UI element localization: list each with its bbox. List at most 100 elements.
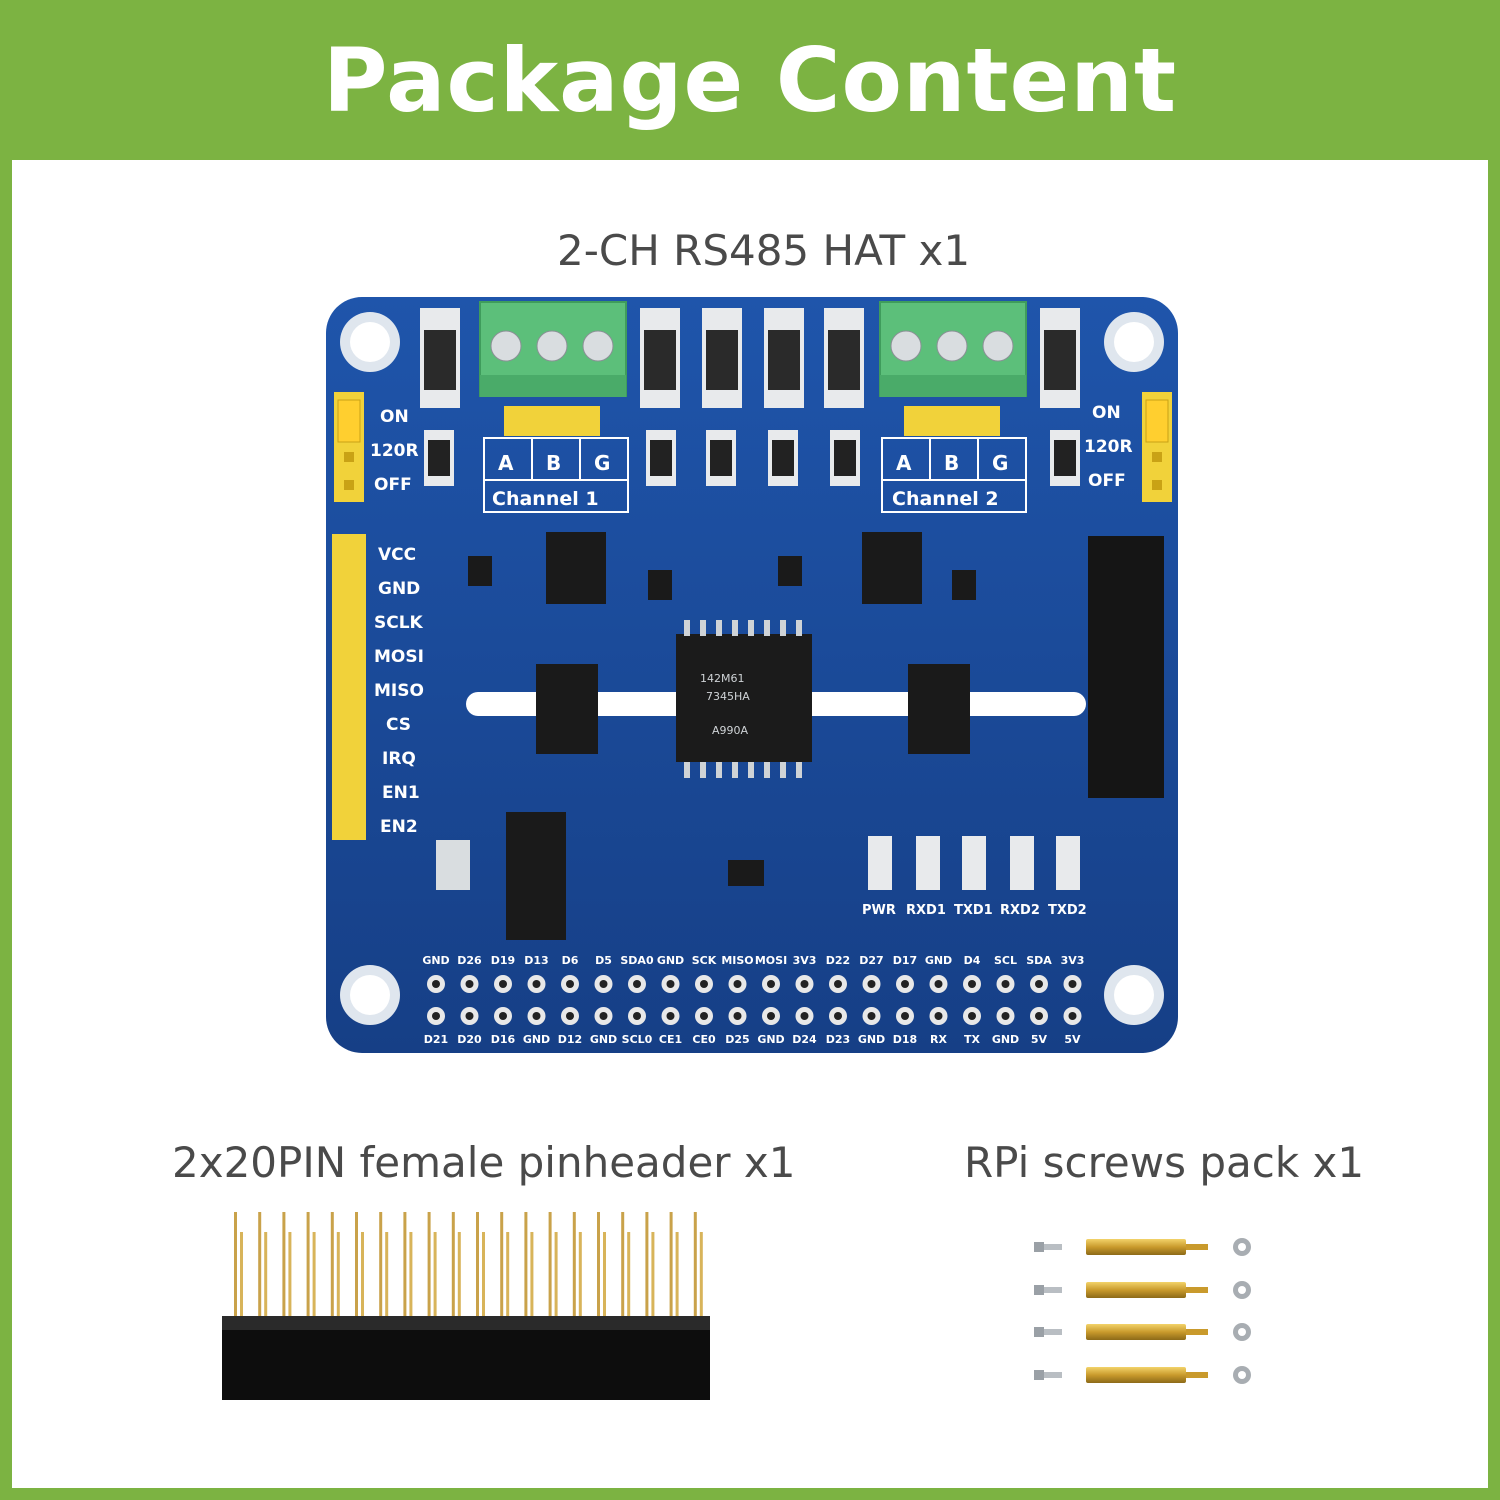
chip-marking-2: 7345HA [706,690,750,703]
gpio-bottom-label: D16 [491,1033,516,1046]
screws-caption: RPi screws pack x1 [964,1138,1365,1187]
gpio-hole-center [1068,1012,1077,1020]
gpio-bottom-label: RX [930,1033,947,1046]
side-pin-gnd: GND [378,579,420,599]
gpio-hole-center [834,1012,842,1020]
gpio-top-label: D26 [457,954,482,967]
gpio-top-label: D27 [859,954,883,967]
gpio-bottom-label: 5V [1031,1033,1048,1046]
gpio-top-label: 3V3 [1061,954,1085,967]
jumper-right-off: OFF [1088,471,1126,491]
gpio-bottom-label: GND [992,1033,1019,1046]
gpio-hole-center [968,1012,976,1020]
side-pin-sclk: SCLK [374,613,424,633]
gpio-bottom-label: D18 [893,1033,917,1046]
channel2-box [881,437,1027,513]
gpio-hole-center [1035,980,1043,988]
chip-marking-3: A990A [712,724,749,737]
gpio-bottom-label: D20 [457,1033,482,1046]
gpio-top-label: MOSI [755,954,787,967]
led-rxd2-label: RXD2 [1000,903,1040,918]
jumper-left-on: ON [380,407,409,427]
side-pin-cs: CS [386,715,411,735]
gpio-top-label: SCK [692,954,717,967]
ch2-pin-a: A [896,451,912,475]
side-pin-miso: MISO [374,681,424,701]
gpio-hole-center [733,1012,742,1020]
gpio-top-label: D13 [524,954,548,967]
gpio-bottom-label: D25 [725,1033,749,1046]
channel1-box [483,437,629,513]
gpio-hole-center [465,980,474,988]
gpio-holes [427,975,1082,1025]
gpio-top-label: GND [925,954,952,967]
gpio-top-label: GND [422,954,449,967]
jumper-right-on: ON [1092,403,1121,423]
chip-marking-1: 142M61 [700,672,744,685]
terminal-block-ch1 [479,301,627,397]
led-rxd1-label: RXD1 [906,903,946,918]
side-pin-mosi: MOSI [374,647,424,667]
gpio-top-label: SDA [1026,954,1052,967]
gpio-hole-center [566,980,574,988]
gpio-hole-center [432,1012,440,1020]
gpio-hole-center [1001,980,1010,988]
gpio-hole-center [700,980,708,988]
gpio-hole-center [666,980,675,988]
gpio-hole-center [432,980,440,988]
gpio-hole-center [465,1012,474,1020]
gpio-hole-center [901,1012,909,1020]
gpio-hole-center [633,980,641,988]
gpio-hole-center [566,1012,574,1020]
jumper-left-off: OFF [374,475,412,495]
gpio-hole-center [599,1012,608,1020]
gpio-bottom-label: D24 [792,1033,817,1046]
ch2-pin-b: B [944,451,959,475]
gpio-hole-center [901,980,909,988]
gpio-hole-center [633,1012,641,1020]
gpio-bottom-label: D23 [826,1033,850,1046]
gpio-hole-center [666,1012,675,1020]
jumper-right-120r: 120R [1084,437,1133,457]
gpio-bottom-label: GND [858,1033,885,1046]
side-pin-en2: EN2 [380,817,418,837]
gpio-bottom-label: 5V [1064,1033,1081,1046]
gpio-top-label: D4 [964,954,981,967]
channel1-label: Channel 1 [492,488,599,510]
gpio-top-label: D19 [491,954,515,967]
side-pin-irq: IRQ [382,749,416,769]
top-resistors [424,430,1080,486]
gpio-bottom-label: D21 [424,1033,448,1046]
gpio-bottom-label: CE1 [659,1033,682,1046]
gpio-top-label: SDA0 [620,954,654,967]
gpio-bottom-label: GND [757,1033,784,1046]
channel2-label: Channel 2 [892,488,999,510]
gpio-hole-center [733,980,742,988]
gpio-hole-center [1001,1012,1010,1020]
gpio-hole-center [499,980,507,988]
gpio-top-label: D22 [826,954,850,967]
hat-caption: 2-CH RS485 HAT x1 [557,226,971,275]
gpio-hole-center [867,1012,876,1020]
pinheader-caption: 2x20PIN female pinheader x1 [172,1138,796,1187]
ch1-pin-a: A [498,451,514,475]
gpio-hole-center [767,980,775,988]
terminal-pads [504,406,1000,436]
mounting-holes [340,312,1164,1025]
gpio-bottom-label: GND [523,1033,550,1046]
ch1-pin-b: B [546,451,561,475]
gpio-hole-center [867,980,876,988]
gpio-top-label: D17 [893,954,917,967]
ch1-pin-g: G [594,451,610,475]
gpio-bottom-label: SCL0 [622,1033,653,1046]
crystal [436,840,470,890]
gpio-hole-center [767,1012,775,1020]
gpio-top-label: MISO [721,954,753,967]
gpio-hole-center [700,1012,708,1020]
gpio-top-label: D5 [595,954,612,967]
gpio-bottom-label: D12 [558,1033,582,1046]
side-pin-vcc: VCC [378,545,416,565]
